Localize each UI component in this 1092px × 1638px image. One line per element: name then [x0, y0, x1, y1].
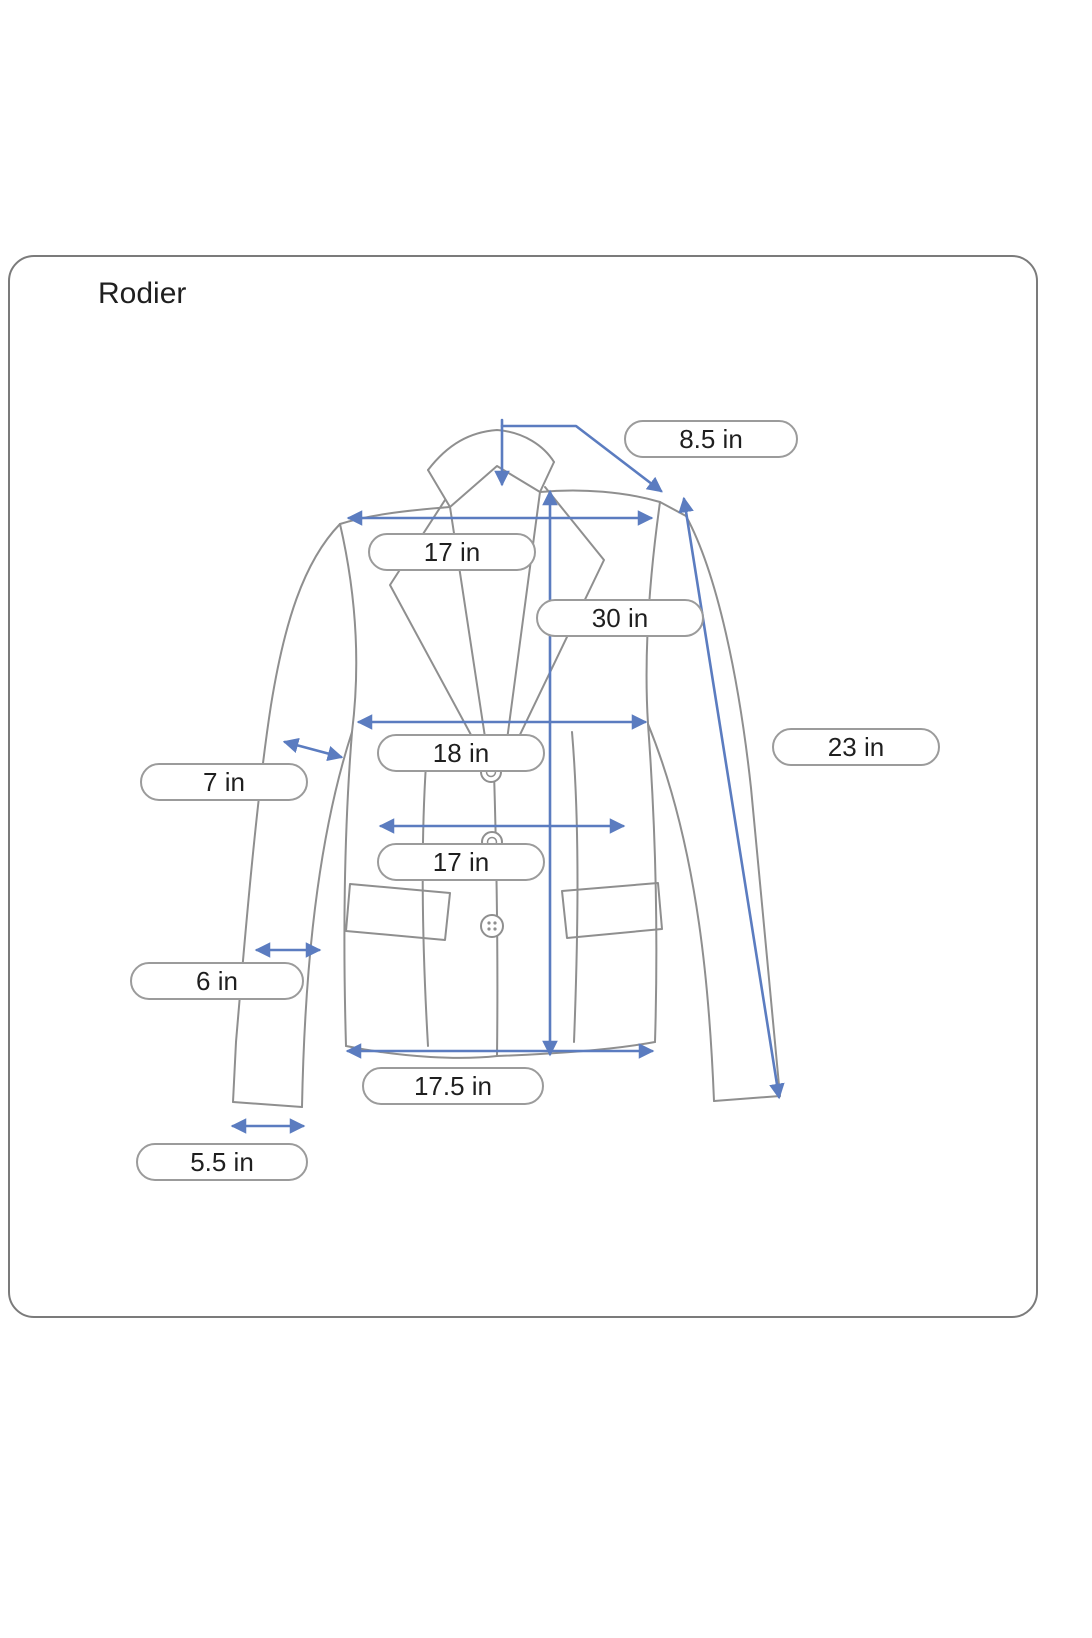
pocket-flap-left — [345, 883, 451, 941]
collar-left-edge — [427, 469, 451, 508]
shoulder-left — [339, 506, 451, 525]
measurement-pill-sleeve-upper: 7 in — [140, 763, 308, 801]
sleeve-left-inner — [301, 731, 353, 1108]
measurement-pill-shoulder-width: 17 in — [368, 533, 536, 571]
lapel-left — [389, 499, 491, 771]
armhole-left — [339, 523, 358, 733]
front-seam-left — [421, 736, 429, 1047]
measurement-pill-cuff-width: 5.5 in — [136, 1143, 308, 1181]
measurement-pill-hem-width: 17.5 in — [362, 1067, 544, 1105]
measurement-pill-sleeve-length: 23 in — [772, 728, 940, 766]
measurement-arrows — [230, 418, 785, 1134]
front-seam-right — [571, 731, 579, 1043]
collar-bottom — [449, 465, 541, 508]
body-side-right — [647, 723, 658, 1043]
collar-top — [427, 429, 555, 471]
cuff-left — [232, 1101, 303, 1108]
measurement-pill-back-length: 30 in — [536, 599, 704, 637]
sleeve-left-outer — [232, 523, 341, 1103]
pocket-flap-right — [561, 882, 663, 939]
body-side-left — [343, 731, 353, 1047]
arrow-sleeve-upper — [282, 737, 344, 762]
brand-name: Rodier — [98, 277, 187, 310]
shoulder-right — [539, 489, 687, 517]
cuff-right — [713, 1095, 781, 1102]
measurement-pill-sleeve-mid: 6 in — [130, 962, 304, 1000]
jacket-button-bottom — [480, 914, 504, 938]
measurement-pill-shoulder-seam: 8.5 in — [624, 420, 798, 458]
collar-right-edge — [539, 461, 555, 493]
arrow-sleeve-length — [678, 496, 785, 1100]
measurement-pill-chest-width: 18 in — [377, 734, 545, 772]
sleeve-right-inner — [647, 723, 715, 1102]
arrow-shoulder-seam-leader — [500, 424, 663, 493]
measurement-pill-waist-width: 17 in — [377, 843, 545, 881]
front-opening — [493, 771, 499, 1057]
